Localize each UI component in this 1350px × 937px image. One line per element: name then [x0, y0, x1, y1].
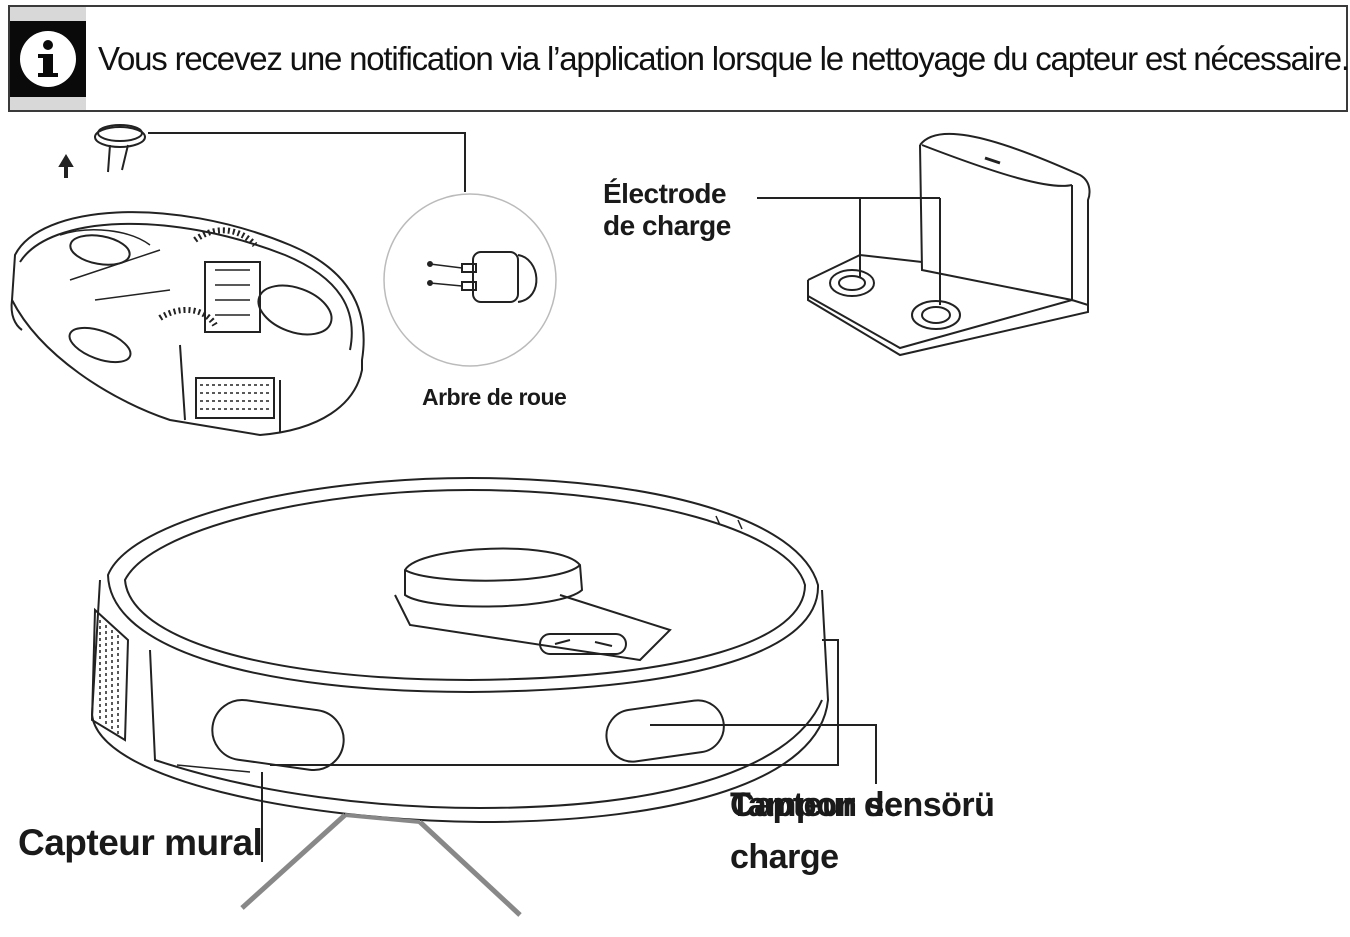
robot-underside-drawing	[10, 124, 466, 437]
label-charging-electrode: Électrode de charge	[603, 178, 763, 242]
info-notice: Vous recevez une notification via l’appl…	[8, 5, 1350, 112]
label-charge-sensor-line2: charge	[730, 838, 839, 876]
label-charge-sensor-line1: Capteur de	[730, 786, 903, 824]
robot-main-drawing	[90, 476, 877, 917]
label-wheel-shaft: Arbre de roue	[422, 384, 567, 410]
charging-dock-drawing	[757, 132, 1091, 357]
label-overlay-text: Tampon sensörü	[730, 786, 995, 824]
label-wall-sensor: Capteur mural	[18, 822, 263, 863]
label-charging-electrode-line1: Électrode	[603, 178, 727, 209]
notice-text: Vous recevez une notification via l’appl…	[98, 39, 1350, 77]
info-icon	[10, 20, 86, 97]
label-charging-electrode-line2: de charge	[603, 210, 731, 242]
info-icon-box	[10, 7, 86, 110]
wheel-shaft-detail	[383, 193, 557, 367]
